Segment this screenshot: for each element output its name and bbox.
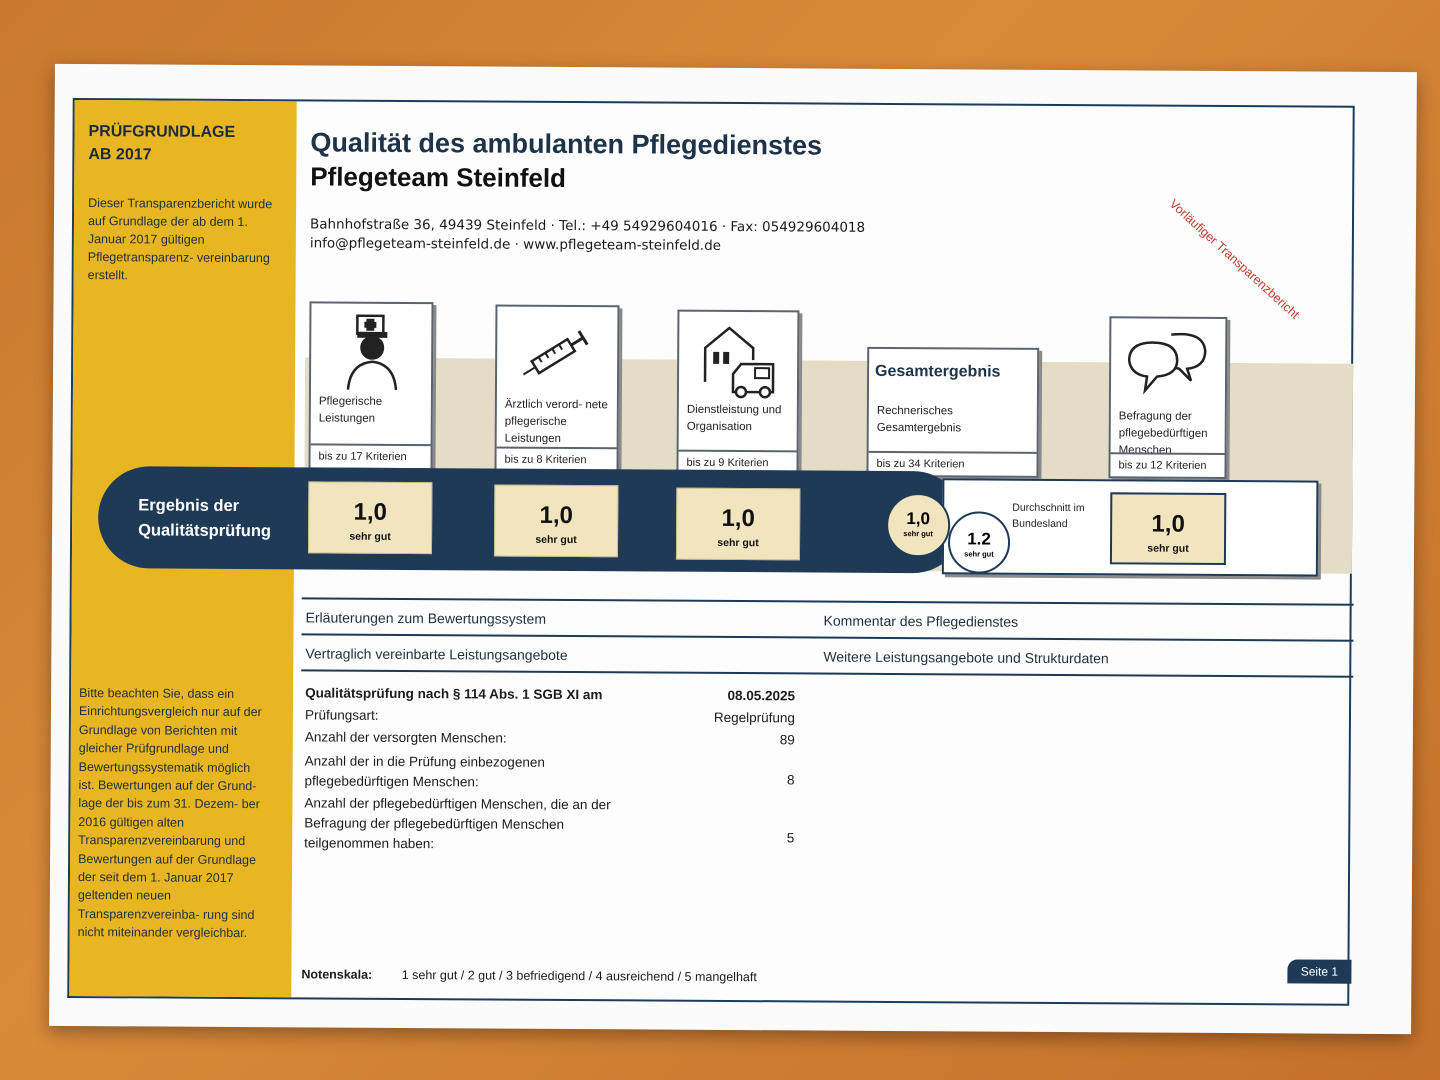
result-band-label: Ergebnis der Qualitätsprüfung [138, 496, 272, 541]
fact-exam-type: Prüfungsart: Regelprüfung [305, 705, 795, 725]
page-number: Seite 1 [1287, 959, 1352, 984]
grade-word: sehr gut [349, 530, 391, 543]
speech-bubbles-icon [1111, 326, 1225, 407]
fact-label: Anzahl der in die Prüfung einbezogenen p… [304, 753, 545, 790]
card-label: Dienstleistung und Organisation [686, 403, 782, 434]
card-title: Gesamtergebnis [875, 362, 1001, 381]
sidebar-heading-line2: AB 2017 [88, 146, 152, 164]
syringe-icon [497, 315, 617, 396]
grade-value: 1,0 [906, 509, 931, 529]
card-label: Pflegerische Leistungen [318, 395, 383, 425]
link-kommentar[interactable]: Kommentar des Pflegedienstes [823, 612, 1019, 630]
federal-grade-word: sehr gut [964, 549, 994, 559]
total-grade-circle: 1,0 sehr gut [885, 492, 951, 558]
grade-box-dienstleistung: 1,0 sehr gut [675, 487, 801, 561]
fact-value: 89 [779, 732, 795, 748]
card-gesamtergebnis[interactable]: Gesamtergebnis Rechnerisches Gesamtergeb… [866, 346, 1040, 478]
card-label: Rechnerisches Gesamtergebnis [876, 404, 962, 435]
grade-value: 1,0 [539, 501, 573, 530]
grade-scale: Notenskala: 1 sehr gut / 2 gut / 3 befri… [301, 967, 757, 984]
fact-label: Prüfungsart: [304, 707, 379, 723]
exam-facts: Qualitätsprüfung nach § 114 Abs. 1 SGB X… [304, 683, 795, 851]
contact-line[interactable]: info@pflegeteam-steinfeld.de · www.pfleg… [309, 235, 722, 254]
fact-value: 08.05.2025 [727, 687, 796, 704]
report-paper: PRÜFGRUNDLAGE AB 2017 Dieser Transparenz… [49, 63, 1417, 1035]
report-frame: PRÜFGRUNDLAGE AB 2017 Dieser Transparenz… [67, 97, 1355, 1006]
grade-value: 1,0 [1151, 510, 1185, 538]
grade-value: 1,0 [721, 504, 755, 533]
fact-survey: Anzahl der pflegebedürftigen Menschen, d… [304, 793, 794, 851]
fact-value: 5 [786, 830, 795, 846]
fact-label: Qualitätsprüfung nach § 114 Abs. 1 SGB X… [305, 685, 603, 703]
house-car-icon [679, 320, 797, 401]
link-leistungsangebote[interactable]: Vertraglich vereinbarte Leistungsangebot… [305, 645, 568, 663]
grade-word: sehr gut [1147, 542, 1189, 555]
nurse-icon [311, 311, 431, 392]
fact-value: 8 [787, 772, 795, 788]
grade-value: 1,0 [353, 498, 387, 526]
card-criteria: bis zu 8 Kriterien [496, 446, 617, 472]
card-befragung[interactable]: Befragung der pflegebedürftigen Menschen… [1108, 316, 1228, 480]
card-criteria: bis zu 17 Kriterien [310, 443, 431, 469]
card-aerztlich-verordnete[interactable]: Ärztlich verord- nete pflegerische Leist… [494, 304, 620, 474]
card-dienstleistung-organisation[interactable]: Dienstleistung und Organisation bis zu 9… [676, 309, 800, 477]
scale-label: Notenskala: [301, 967, 373, 982]
grade-word: sehr gut [717, 536, 759, 550]
grade-word: sehr gut [903, 529, 933, 539]
fact-value: Regelprüfung [713, 709, 796, 726]
sidebar-heading-line1: PRÜFGRUNDLAGE [88, 123, 236, 141]
address-block: Bahnhofstraße 36, 49439 Steinfeld · Tel.… [310, 215, 865, 256]
preliminary-stamp: Vorläufiger Transparenzbericht [1166, 196, 1302, 322]
fact-included: Anzahl der in die Prüfung einbezogenen p… [305, 751, 795, 789]
page-title: Qualität des ambulanten Pflegedienstes [310, 127, 823, 161]
fact-label: Anzahl der versorgten Menschen: [304, 729, 507, 746]
card-criteria: bis zu 12 Kriterien [1110, 452, 1225, 478]
grade-box-aerztlich: 1,0 sehr gut [493, 484, 619, 558]
card-label: Ärztlich verord- nete pflegerische Leist… [504, 398, 608, 445]
federal-average-label: Durchschnitt im Bundesland [1012, 501, 1085, 531]
scale-text: 1 sehr gut / 2 gut / 3 befriedigend / 4 … [401, 967, 757, 985]
federal-grade-circle: 1.2 sehr gut [947, 511, 1011, 574]
federal-grade-value: 1.2 [967, 529, 991, 549]
grade-word: sehr gut [535, 533, 577, 547]
fact-label: Anzahl der pflegebedürftigen Menschen, d… [304, 795, 611, 852]
grade-box-befragung: 1,0 sehr gut [1109, 492, 1227, 566]
sidebar-note: Bitte beachten Sie, dass ein Einrichtung… [77, 686, 262, 941]
provider-name: Pflegeteam Steinfeld [310, 161, 567, 193]
fact-exam-date: Qualitätsprüfung nach § 114 Abs. 1 SGB X… [305, 683, 795, 703]
card-label: Befragung der pflegebedürftigen Menschen [1118, 410, 1208, 456]
sidebar-intro: Dieser Transparenzbericht wurde auf Grun… [87, 196, 273, 283]
link-bewertungssystem[interactable]: Erläuterungen zum Bewertungssystem [305, 609, 547, 627]
card-pflegerische-leistungen[interactable]: Pflegerische Leistungen bis zu 17 Kriter… [308, 301, 434, 471]
link-strukturdaten[interactable]: Weitere Leistungsangebote und Strukturda… [823, 648, 1109, 667]
grade-box-pflegerische: 1,0 sehr gut [307, 481, 433, 555]
